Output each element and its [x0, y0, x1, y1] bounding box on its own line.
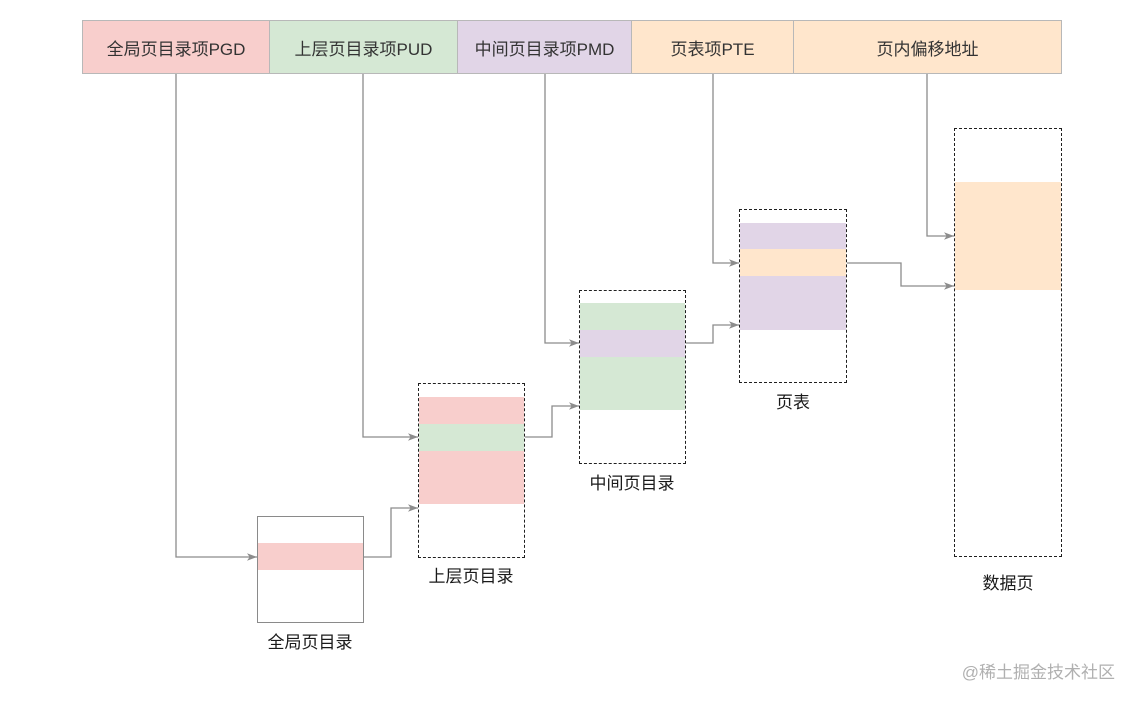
pud-field-label: 上层页目录项PUD — [294, 39, 433, 59]
pud-table-block-upper — [419, 397, 524, 424]
arrow-pgd-entry-to-pud-table — [364, 504, 418, 558]
pud-table-label: 上层页目录 — [428, 567, 514, 586]
pgd-field-label: 全局页目录项PGD — [106, 39, 246, 59]
pmd-table — [579, 290, 686, 464]
arrow-pmd-field-to-pmd-entry — [544, 74, 579, 347]
pte-field: 页表项PTE — [632, 20, 794, 74]
arrow-pud-field-to-pud-entry — [362, 74, 418, 441]
data-page-label: 数据页 — [982, 574, 1034, 593]
pmd-entry — [580, 330, 685, 357]
page-table — [739, 209, 847, 383]
page-offset-field: 页内偏移地址 — [794, 20, 1062, 74]
data-page-target-region — [955, 182, 1061, 290]
page-offset-field-label: 页内偏移地址 — [876, 39, 979, 59]
pmd-field: 中间页目录项PMD — [458, 20, 632, 74]
pud-field: 上层页目录项PUD — [270, 20, 458, 74]
pgd-table-label: 全局页目录 — [267, 633, 353, 652]
page-table-label: 页表 — [776, 393, 810, 412]
watermark: @稀土掘金技术社区 — [961, 663, 1115, 682]
pmd-table-block-lower — [580, 357, 685, 410]
pgd-field: 全局页目录项PGD — [82, 20, 270, 74]
page-table-block-upper — [740, 223, 846, 249]
arrow-pgd-field-to-pgd-table — [175, 74, 257, 561]
page-table-block-lower — [740, 276, 846, 330]
pte-entry — [740, 249, 846, 276]
arrow-pte-field-to-pte-entry — [712, 74, 739, 267]
arrow-pmd-entry-to-page-table — [686, 321, 739, 344]
pte-field-label: 页表项PTE — [670, 39, 755, 59]
arrow-pud-entry-to-pmd-table — [525, 402, 579, 438]
pmd-field-label: 中间页目录项PMD — [474, 39, 615, 59]
pud-table-block-lower — [419, 451, 524, 504]
pgd-entry — [258, 543, 363, 570]
pud-table — [418, 383, 525, 558]
pud-entry — [419, 424, 524, 451]
pmd-table-label: 中间页目录 — [589, 474, 675, 493]
arrow-offset-field-to-data-page — [926, 74, 954, 240]
arrow-pte-entry-to-data-page — [847, 262, 954, 290]
pmd-table-block-upper — [580, 303, 685, 330]
data-page — [954, 128, 1062, 557]
pgd-table — [257, 516, 364, 623]
